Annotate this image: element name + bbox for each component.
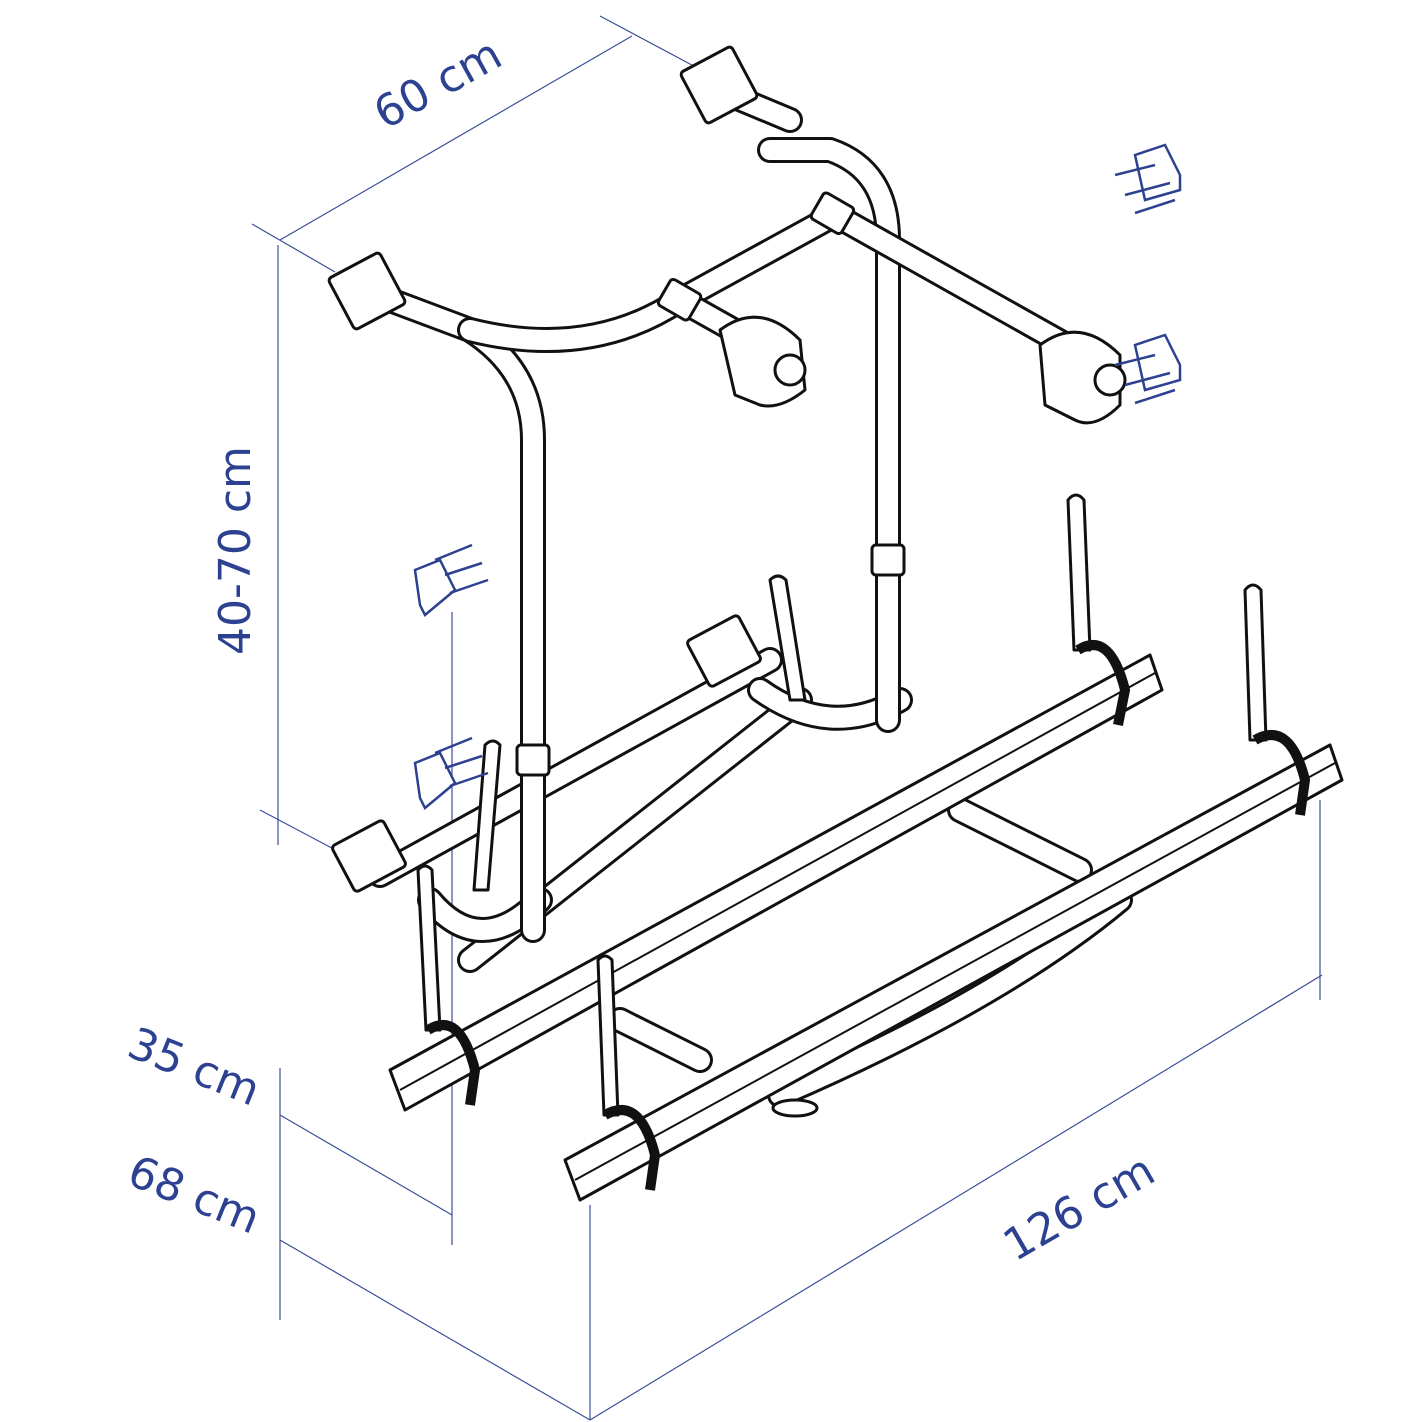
wheel-posts [416, 493, 1268, 1117]
wheel-straps [425, 640, 1311, 1191]
dimension-depth-label: 60 cm [366, 29, 511, 140]
mount-detail-icon [1114, 333, 1182, 405]
dimension-lines [251, 15, 1323, 1421]
mount-detail-icon [1114, 143, 1182, 215]
wall-brackets [327, 45, 762, 893]
mount-detail-icon [413, 736, 489, 810]
dimension-offset-bottom-label: 68 cm [121, 1146, 267, 1245]
wheel-rails [388, 653, 1344, 1202]
mount-detail-icon [413, 543, 489, 617]
lower-frame [367, 647, 1133, 1108]
dimension-height-label: 40-70 cm [210, 446, 261, 655]
mounting-detail-icons [413, 143, 1182, 810]
dimension-offset-top-label: 35 cm [121, 1018, 267, 1117]
frame-holders [718, 315, 1127, 425]
dimension-width-label: 126 cm [995, 1145, 1163, 1272]
rack-frame [327, 45, 1344, 1202]
